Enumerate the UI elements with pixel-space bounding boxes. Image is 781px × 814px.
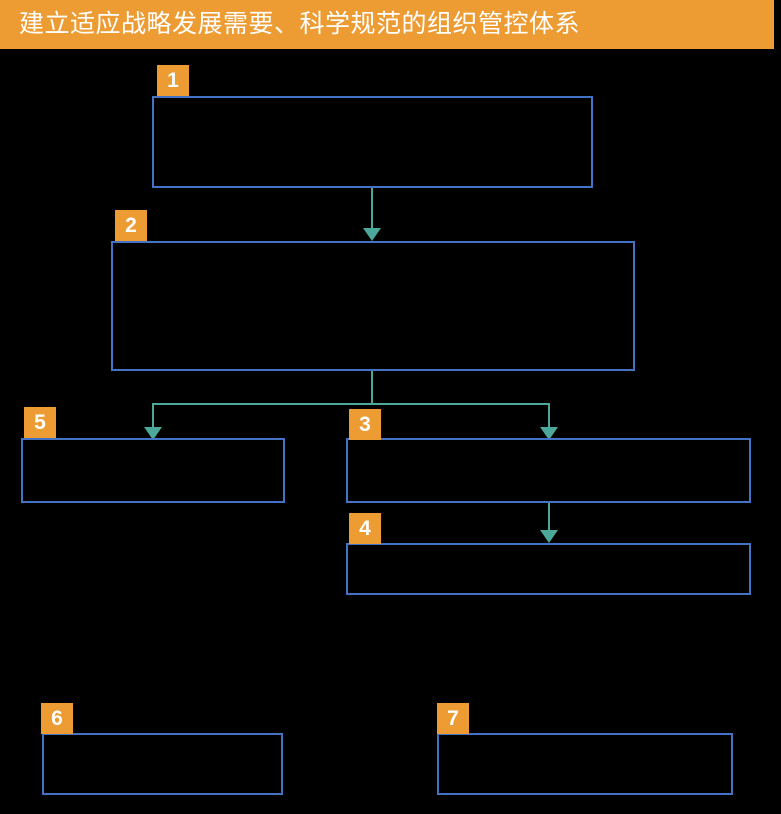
node-box-6[interactable] (42, 733, 283, 795)
node-text-3 (348, 440, 749, 452)
node-badge-3: 3 (349, 409, 381, 440)
node-text-1 (154, 98, 591, 110)
connector-3-to-4-arrowhead (540, 530, 558, 543)
node-badge-4: 4 (349, 513, 381, 544)
node-text-6 (44, 735, 281, 747)
node-text-7 (439, 735, 731, 747)
node-badge-5: 5 (24, 407, 56, 438)
node-text-5 (23, 440, 283, 452)
connector-1-to-2-arrowhead (363, 228, 381, 241)
connector-3-to-4-line (548, 503, 550, 533)
connector-2-to-3-arrowhead (540, 427, 558, 440)
node-box-1[interactable] (152, 96, 593, 188)
node-text-2 (113, 243, 633, 255)
node-badge-1: 1 (157, 65, 189, 96)
node-badge-7: 7 (437, 703, 469, 734)
connector-2-to-5-line (152, 403, 154, 431)
connector-1-to-2-line (371, 188, 373, 231)
connector-2-bus-stem (371, 371, 373, 404)
node-box-3[interactable] (346, 438, 751, 503)
connector-2-to-5-arrowhead (144, 427, 162, 440)
node-badge-6: 6 (41, 703, 73, 734)
node-box-2[interactable] (111, 241, 635, 371)
page-title-banner: 建立适应战略发展需要、科学规范的组织管控体系 (0, 0, 774, 49)
connector-2-to-3-line (548, 403, 550, 431)
page-title: 建立适应战略发展需要、科学规范的组织管控体系 (19, 10, 581, 38)
node-text-4 (348, 545, 749, 557)
node-box-4[interactable] (346, 543, 751, 595)
node-box-5[interactable] (21, 438, 285, 503)
node-badge-2: 2 (115, 210, 147, 241)
node-box-7[interactable] (437, 733, 733, 795)
connector-2-bus-horizontal (152, 403, 550, 405)
